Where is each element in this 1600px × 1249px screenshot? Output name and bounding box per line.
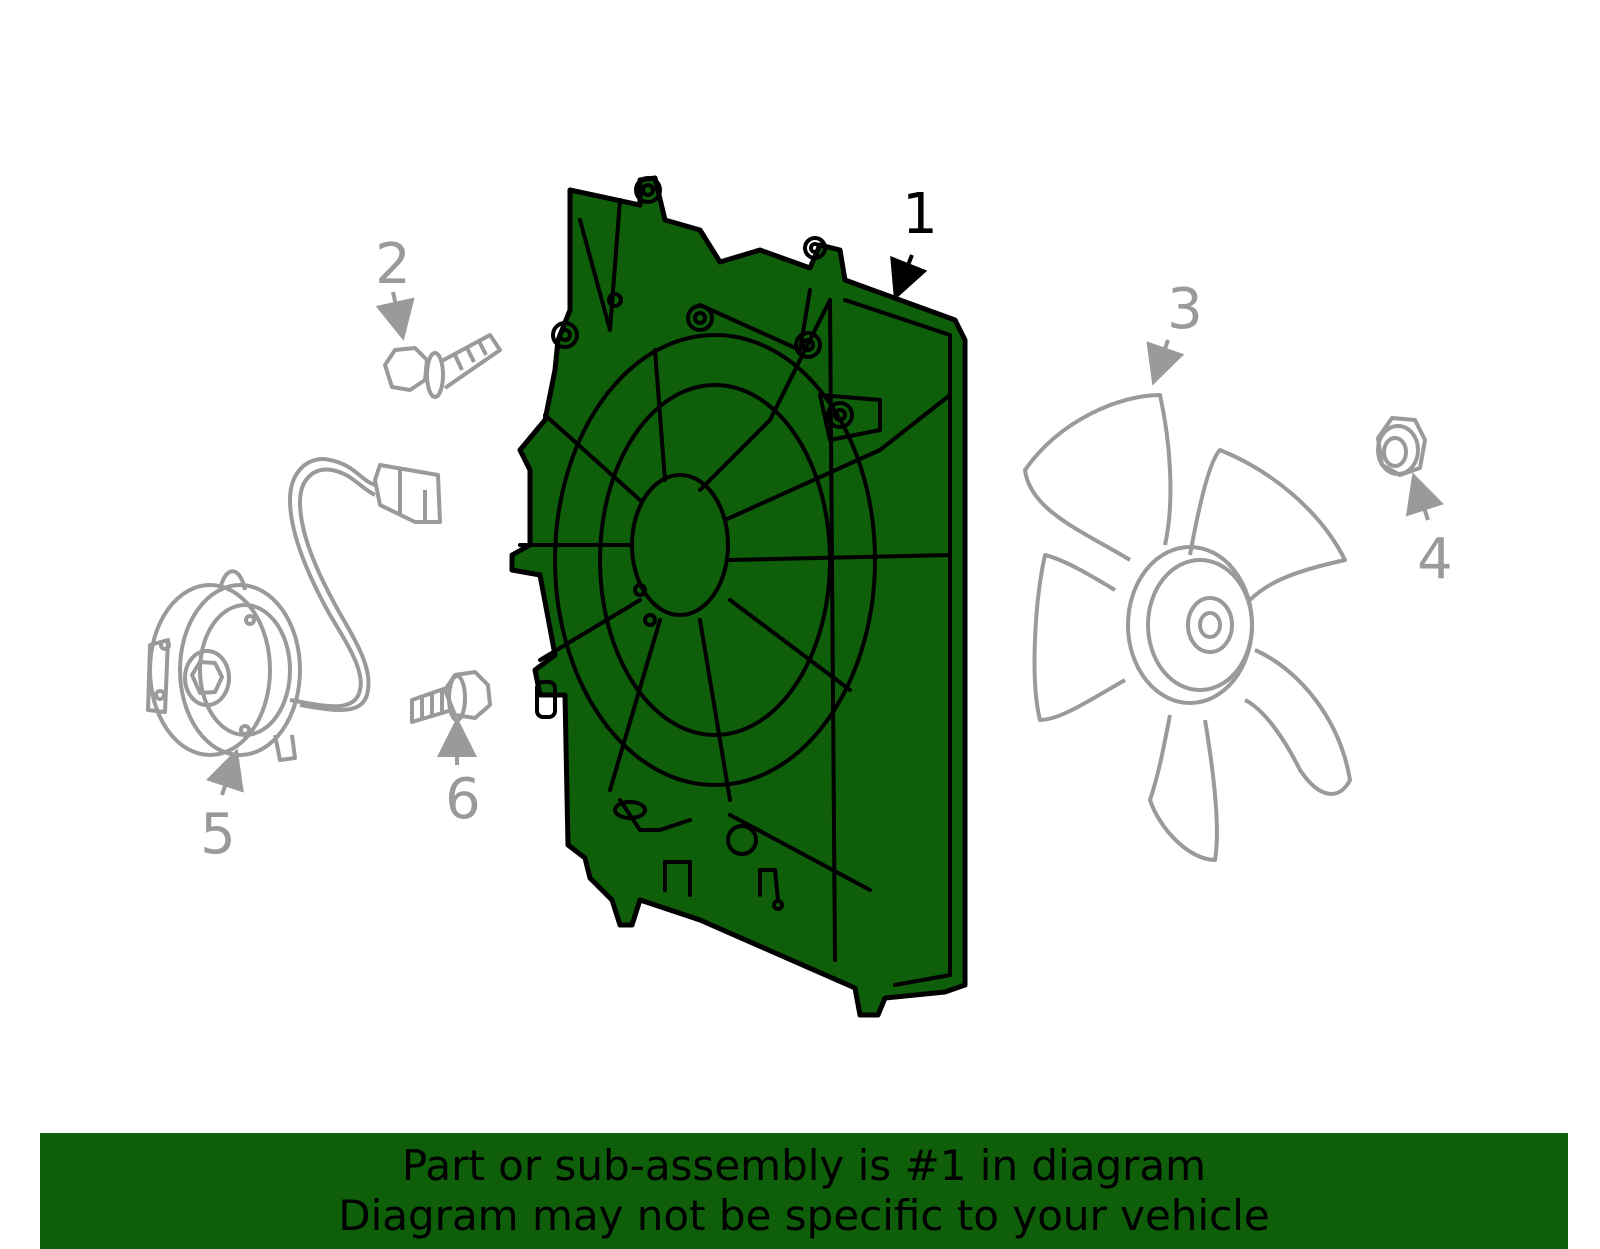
- banner-line-1: Part or sub-assembly is #1 in diagram: [401, 1141, 1207, 1190]
- leader-arrow-3: [1146, 339, 1185, 386]
- leader-arrow-4: [1405, 472, 1444, 521]
- part-5-fan-motor[interactable]: [146, 457, 442, 762]
- part-3-fan[interactable]: [1023, 393, 1352, 862]
- callout-2: 2: [375, 232, 411, 297]
- part-1-fan-shroud[interactable]: [509, 175, 968, 1018]
- leader-arrow-1: [890, 254, 928, 301]
- callout-3: 3: [1167, 277, 1203, 342]
- part-2-bolt[interactable]: [383, 333, 502, 399]
- callout-6: 6: [445, 767, 481, 832]
- info-banner: Part or sub-assembly is #1 in diagram Di…: [40, 1133, 1568, 1249]
- banner-line-2: Diagram may not be specific to your vehi…: [338, 1191, 1270, 1240]
- callout-5: 5: [200, 802, 236, 867]
- leader-arrow-5: [205, 748, 244, 796]
- callout-4: 4: [1417, 527, 1453, 592]
- part-6-bolt[interactable]: [410, 670, 492, 724]
- callout-1: 1: [902, 182, 938, 247]
- part-4-nut[interactable]: [1376, 416, 1427, 477]
- leader-arrows: [205, 254, 1444, 796]
- leader-arrow-2: [375, 291, 415, 341]
